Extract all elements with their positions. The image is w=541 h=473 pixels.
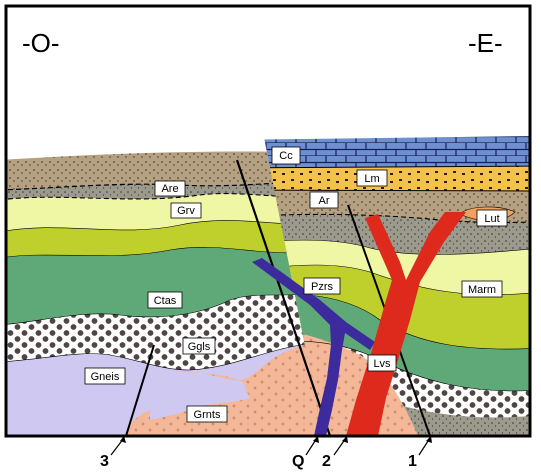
fault-line-q [235,159,332,436]
svg-text:Q: Q [292,453,304,470]
label-gneis: Gneis [84,367,126,385]
section-frame [4,4,532,438]
label-lut: Lut [476,209,508,227]
label-marm: Marm [461,280,503,298]
west-label: -O- [22,28,60,58]
fault-label-3: 3 [100,436,126,470]
svg-text:Marm: Marm [468,284,496,296]
layer-gneis-lower [150,388,250,420]
east-label: -E- [468,28,503,58]
label-ggls: Ggls [182,337,216,355]
fault-label-q: Q [292,436,319,470]
svg-text:1: 1 [408,453,417,470]
label-lm: Lm [356,169,388,187]
label-grv: Grv [170,202,202,219]
label-lvs: Lvs [367,354,397,372]
svg-text:Pzrs: Pzrs [311,281,334,293]
svg-text:Grnts: Grnts [194,409,221,421]
fault-line-3 [125,344,155,436]
svg-text:Lm: Lm [364,173,379,185]
svg-text:Lut: Lut [484,213,499,225]
fault-label-1: 1 [408,436,432,470]
svg-text:Gneis: Gneis [91,371,120,383]
label-cc: Cc [271,146,301,165]
fault-label-2: 2 [322,436,348,470]
label-ar: Ar [309,191,339,209]
svg-text:Cc: Cc [279,150,293,162]
svg-text:Ggls: Ggls [188,341,211,353]
svg-text:2: 2 [322,453,331,470]
svg-text:Grv: Grv [177,205,195,217]
label-are: Are [154,180,186,197]
svg-text:3: 3 [100,453,109,470]
svg-text:Ctas: Ctas [154,295,177,307]
svg-text:Lvs: Lvs [373,358,391,370]
svg-text:Ar: Ar [319,195,330,207]
label-ctas: Ctas [147,291,183,309]
label-pzrs: Pzrs [303,277,341,295]
svg-text:Are: Are [161,183,178,195]
dike-red [346,212,466,436]
label-grnts: Grnts [186,405,228,423]
